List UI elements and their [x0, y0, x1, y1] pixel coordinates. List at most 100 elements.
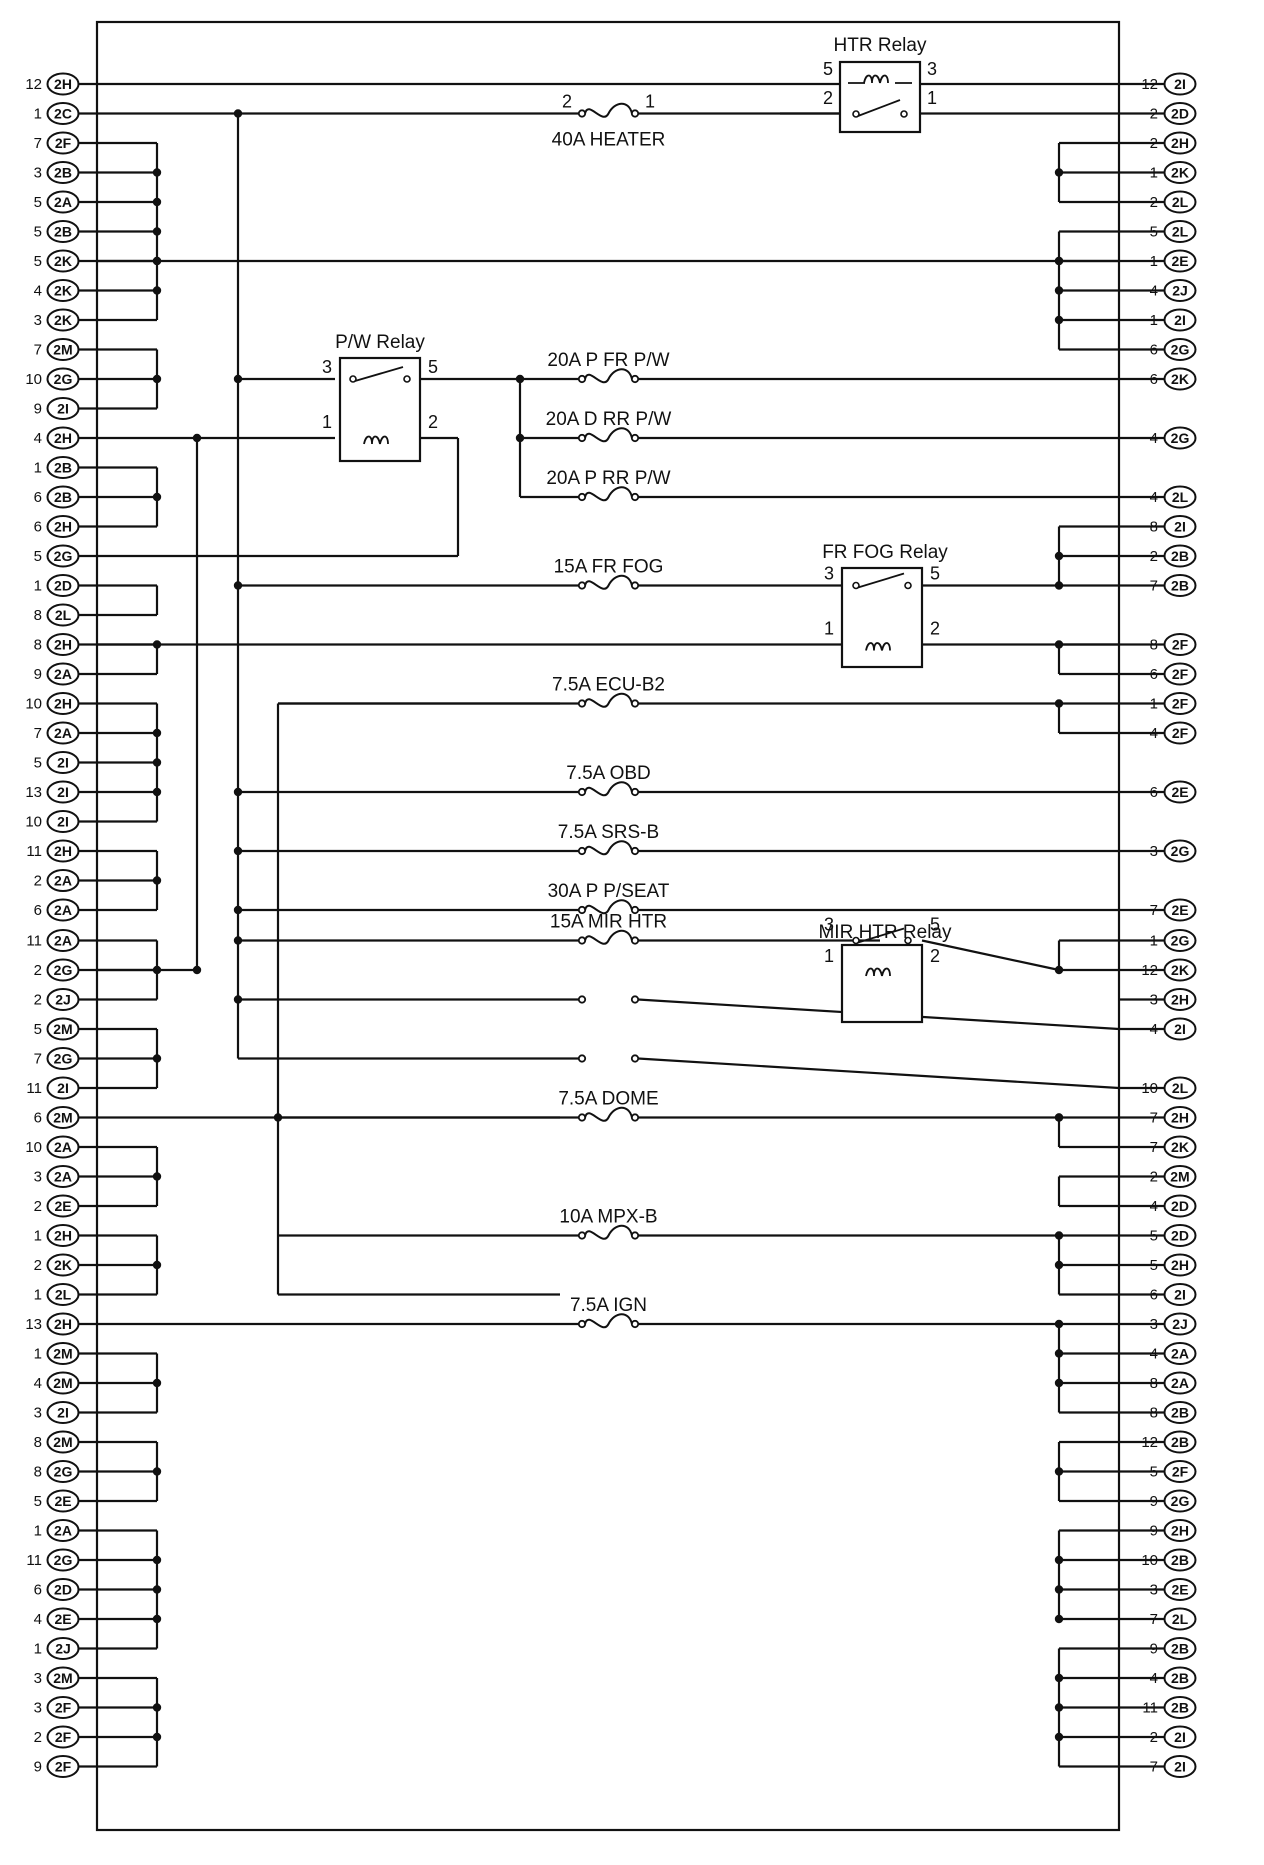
fuse-element [584, 899, 633, 915]
right-connector-code: 2B [1171, 578, 1189, 594]
fuse-terminal [630, 374, 640, 384]
connector-oval [46, 102, 80, 125]
right-connector-code: 2E [1171, 253, 1188, 269]
connector-oval [46, 633, 80, 656]
wire [637, 1057, 1120, 1090]
relay-terminal-number: 5 [930, 915, 940, 935]
right-connector-code: 2L [1172, 224, 1189, 240]
right-pin-number: 1 [1150, 165, 1158, 182]
fuse-label: 7.5A SRS-B [558, 822, 659, 843]
left-connector-2h-pin-12: 12 2H [25, 72, 80, 96]
fuse-terminal [630, 699, 640, 708]
left-pin-number: 6 [34, 1582, 42, 1599]
connector-oval [46, 367, 80, 391]
right-connector-code: 2B [1171, 1434, 1189, 1450]
relay-terminal-number: 1 [927, 88, 937, 108]
junction-dot [152, 1703, 162, 1712]
fuse-mir-htr: 15A MIR HTR [550, 912, 667, 945]
switch-arm [857, 572, 905, 589]
right-pin-number: 4 [1150, 283, 1158, 300]
right-connector-code: 2B [1171, 548, 1189, 564]
connector-oval [46, 958, 80, 982]
left-connector-code: 2M [53, 1110, 72, 1126]
left-connector-code: 2A [54, 933, 72, 949]
relay-terminal-number: 2 [823, 88, 833, 108]
junction-dot [1054, 1703, 1064, 1712]
left-connector-code: 2I [57, 401, 69, 417]
right-pin-number: 2 [1150, 1729, 1158, 1746]
junction-dot [1054, 1467, 1064, 1476]
relay-terminal-number: 3 [824, 564, 834, 584]
left-connector-code: 2M [53, 342, 72, 358]
relay-coil [865, 967, 891, 977]
fuse-ign: 7.5A IGN [570, 1295, 647, 1329]
left-connector-code: 2H [54, 519, 72, 535]
connector-oval [46, 1666, 80, 1690]
left-pin-number: 2 [34, 873, 42, 890]
wires [78, 82, 1165, 1768]
left-pin-number: 8 [34, 637, 42, 654]
right-connector-code: 2J [1172, 283, 1188, 299]
left-connector-code: 2M [53, 1375, 72, 1391]
junction-dot [152, 1054, 162, 1063]
right-connector-code: 2E [1171, 1582, 1188, 1598]
left-connector-code: 2A [54, 725, 72, 741]
relay-terminal-number: 2 [428, 412, 438, 432]
left-connector-code: 2H [54, 696, 72, 712]
left-pin-number: 6 [34, 519, 42, 536]
fuse-terminal [577, 936, 587, 945]
connector-oval [1163, 839, 1197, 863]
connector-oval [1163, 367, 1197, 391]
left-pin-number: 3 [34, 312, 42, 329]
connector-oval [46, 751, 80, 774]
left-connector-code: 2H [54, 76, 72, 92]
fuse-terminal [577, 492, 587, 502]
left-connector-code: 2B [54, 460, 72, 476]
junction-dot [152, 492, 162, 502]
connector-oval [1163, 1165, 1197, 1188]
left-pin-number: 6 [34, 489, 42, 506]
right-pin-number: 5 [1150, 1228, 1158, 1245]
left-pin-number: 11 [26, 1080, 42, 1097]
left-pin-number: 12 [25, 76, 42, 93]
contact [852, 110, 860, 118]
junction-dot [1054, 1732, 1064, 1742]
junction-dot [152, 876, 162, 885]
left-connector-code: 2K [54, 1257, 72, 1273]
junction-dot [1054, 1614, 1064, 1624]
relay-terminal-number: 5 [930, 564, 940, 584]
right-connector-code: 2H [1171, 1257, 1189, 1273]
connector-oval [1163, 220, 1197, 243]
fuse-label: 15A MIR HTR [550, 912, 667, 933]
left-connector-code: 2A [54, 1139, 72, 1155]
junction-dot [152, 168, 162, 177]
connector-oval [1163, 1194, 1197, 1218]
junction-dot [1054, 1585, 1064, 1594]
right-pin-number: 4 [1150, 1670, 1158, 1687]
connector-oval [46, 544, 80, 568]
